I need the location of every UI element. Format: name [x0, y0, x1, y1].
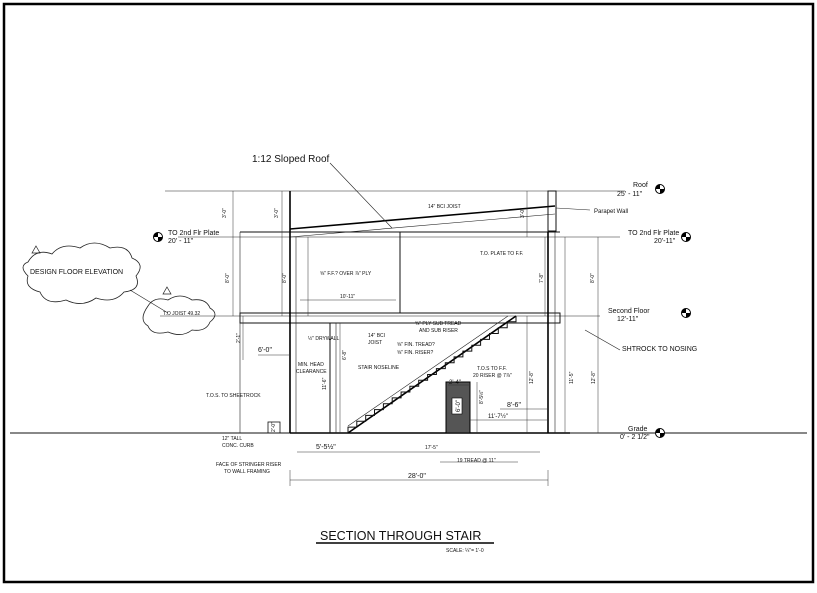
fin-riser-note: ⅝" FIN. RISER?	[397, 350, 433, 356]
second-plate-left-label: TO 2nd Flr Plate	[168, 230, 219, 237]
dim-text: 6'-8"	[342, 350, 348, 360]
drawing-scale: SCALE: ¼"= 1'-0	[446, 548, 484, 554]
grade-label: Grade	[628, 426, 648, 433]
drywall-note: ½" DRYWALL	[308, 335, 339, 342]
dim-text: 12'-8"	[591, 371, 597, 384]
dim-text: 3'-0"	[520, 208, 526, 218]
dim-text: 28'-0"	[408, 473, 426, 480]
grade-value: 0' - 2 1/2"	[620, 434, 650, 441]
fin-tread-note: ⅝" FIN. TREAD?	[397, 342, 435, 348]
head-clearance-note: MIN. HEAD	[298, 362, 324, 368]
dim-text: 8'-5½"	[478, 390, 485, 404]
floor-joist-note: 14" BCI	[368, 333, 385, 339]
dim-text: 6'-0"	[456, 400, 462, 412]
stringer-note: FACE OF STRINGER RISER	[216, 462, 282, 468]
elevation-marker-icon	[681, 232, 691, 242]
dim-text: 8'-6"	[507, 402, 521, 409]
elevation-marker-icon	[655, 184, 665, 194]
sub-tread-note: ⅝" PLY SUB TREAD	[415, 321, 462, 327]
dim-text: 12'-8"	[529, 371, 535, 384]
dim-text: 2'-4"	[449, 380, 461, 386]
design-floor-cloud	[22, 242, 141, 304]
parapet-label: Parapet Wall	[594, 209, 628, 215]
second-floor-label: Second Floor	[608, 308, 650, 315]
dim-text: 7'-8"	[539, 273, 545, 283]
second-plate-right-value: 20'-11"	[654, 238, 676, 245]
second-floor-value: 12'-11"	[617, 316, 639, 323]
dim-text: 2'-1"	[236, 333, 242, 343]
revision-triangle-icon	[31, 245, 41, 254]
roof-note-leader	[329, 162, 393, 229]
dim-text: 8'-0"	[282, 273, 288, 283]
curb-note: 12" TALL	[222, 436, 242, 442]
dim-text: 11'-7½"	[488, 413, 508, 420]
dim-text: 11'-5"	[569, 371, 575, 384]
dim-text: 11'-6"	[322, 377, 328, 390]
sloped-roof-line	[289, 205, 556, 230]
dim-text: 17'-5"	[425, 445, 438, 451]
dim-text: 19 TREAD @ 11"	[457, 458, 496, 464]
ff-ply-note: ⅝" F.F.? OVER ⅞" PLY	[320, 271, 372, 277]
roof-joist-note: 14" BCI JOIST	[428, 204, 461, 210]
dim-text: 10'-11"	[340, 294, 355, 300]
stair-steps	[347, 316, 517, 433]
shtrock-nosing-note: SHTROCK TO NOSING	[622, 346, 697, 353]
tos-ff-note-2: 20 RISER @ 7⅞"	[473, 373, 512, 379]
elevation-marker-icon	[681, 308, 691, 318]
revision-triangle-icon	[162, 286, 172, 295]
plate-to-ff-note: T.O. PLATE TO F.F.	[480, 251, 523, 257]
curb-note-2: CONC. CURB	[222, 443, 254, 449]
design-floor-joist: T.O JOIST 49.32	[163, 311, 200, 317]
sub-riser-note: AND SUB RISER	[419, 328, 458, 334]
head-clearance-note-2: CLEARANCE	[296, 369, 327, 375]
roof-elev-value: 25' - 11"	[617, 191, 643, 198]
joist-cloud	[142, 295, 216, 335]
stringer-note-2: TO WALL FRAMING	[224, 469, 270, 475]
dim-text: 5'-5½"	[316, 443, 336, 451]
tos-ff-note: T.O.S TO F.F.	[477, 366, 507, 372]
parapet-wall	[547, 190, 557, 232]
sheet-border	[2, 2, 815, 584]
second-plate-right-label: TO 2nd Flr Plate	[628, 230, 679, 237]
second-plate-left-value: 20' - 11"	[168, 238, 194, 245]
drawing-title: SECTION THROUGH STAIR	[320, 529, 481, 543]
dim-text: 8'-0"	[225, 273, 231, 283]
dim-text: 3'-0"	[222, 208, 228, 218]
design-floor-label: DESIGN FLOOR ELEVATION	[30, 269, 123, 276]
dim-text: 6'-0"	[258, 347, 272, 354]
elevation-marker-icon	[153, 232, 163, 242]
dim-text: 3'-0"	[274, 208, 280, 218]
concrete-curb	[267, 421, 281, 434]
elevation-marker-icon	[655, 428, 665, 438]
roof-elev-label: Roof	[633, 182, 648, 189]
roof-slope-note: 1:12 Sloped Roof	[252, 154, 330, 165]
floor-joist-note-2: JOIST	[368, 340, 382, 346]
dim-text: 8'-0"	[590, 273, 596, 283]
tos-sheetrock-note: T.O.S. TO SHEETROCK	[206, 393, 261, 399]
stair-noseline-note: STAIR NOSELINE	[358, 365, 400, 371]
dim-text: 2'-0"	[271, 422, 277, 432]
